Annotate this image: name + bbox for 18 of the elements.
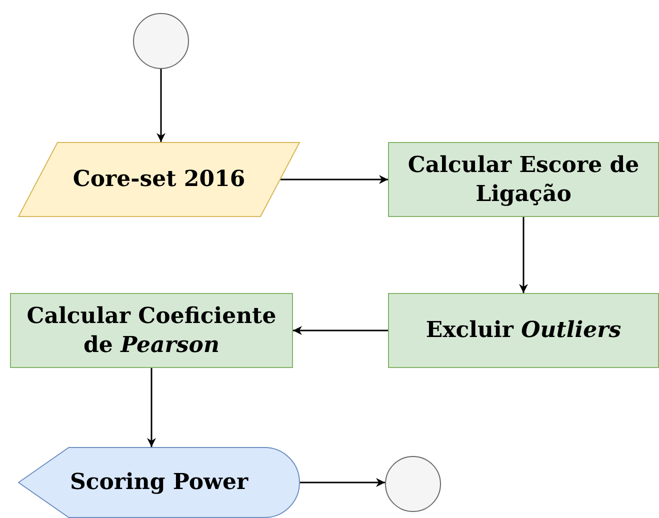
arrow (293, 326, 388, 335)
arrow (156, 69, 166, 142)
terminal-circle (385, 456, 441, 512)
process-box (388, 293, 659, 368)
terminal-circle (133, 13, 189, 69)
node-label: Core-set 2016 (72, 165, 246, 194)
arrow (300, 478, 385, 487)
arrow (519, 217, 528, 293)
node-label: Calcular Coeficiente de Pearson (26, 302, 278, 360)
data-parallelogram (18, 142, 300, 217)
node-label: Scoring Power (70, 468, 248, 497)
arrow (147, 368, 156, 447)
node-label: Calcular Escore de Ligação (406, 150, 640, 208)
display-shape (18, 447, 300, 518)
arrow (280, 175, 388, 184)
node-label: Excluir Outliers (426, 316, 622, 345)
process-box (388, 142, 659, 217)
process-box (10, 293, 293, 368)
